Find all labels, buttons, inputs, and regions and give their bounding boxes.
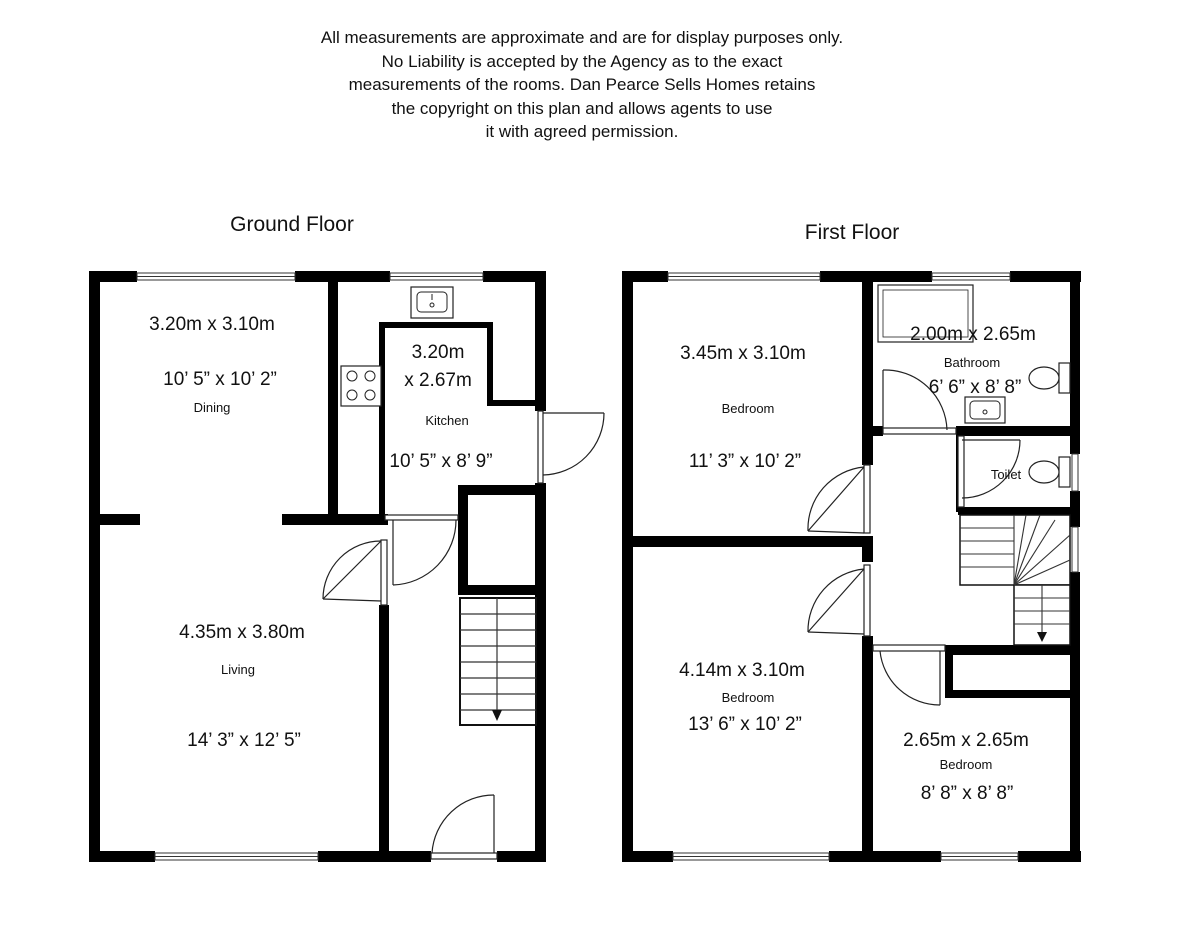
wc-toilet-icon (1028, 456, 1071, 488)
disclaimer-line: No Liability is accepted by the Agency a… (381, 51, 783, 71)
living-metric: 4.35m x 3.80m (179, 622, 305, 643)
ground-floor-doors (322, 410, 605, 860)
kitchen-imperial: 10’ 5” x 8’ 9” (389, 451, 492, 472)
bedroom2-label: Bedroom (722, 690, 775, 705)
dining-label: Dining (194, 400, 231, 415)
bathroom-label: Bathroom (944, 355, 1000, 370)
bedroom1-label: Bedroom (722, 401, 775, 416)
kitchen-label: Kitchen (425, 413, 468, 428)
hob-icon (340, 365, 382, 407)
ground-floor-windows (136, 272, 484, 861)
kitchen-metric-line1: 3.20m (412, 342, 465, 363)
ground-floor-stairs (459, 597, 537, 726)
bathroom-metric: 2.00m x 2.65m (910, 324, 1036, 345)
bedroom3-metric: 2.65m x 2.65m (903, 730, 1029, 751)
living-label: Living (221, 662, 255, 677)
bedroom1-imperial: 11’ 3” x 10’ 2” (689, 451, 801, 472)
first-floor-doors (807, 369, 1021, 706)
bathroom-basin-icon (964, 396, 1006, 424)
bedroom2-imperial: 13’ 6” x 10’ 2” (688, 714, 802, 735)
first-floor-plan: First Floor (622, 221, 1081, 862)
ground-floor-walls (89, 271, 546, 862)
disclaimer-line: measurements of the rooms. Dan Pearce Se… (348, 75, 816, 94)
bathroom-toilet-icon (1028, 362, 1071, 394)
first-floor-labels: 3.45m x 3.10m Bedroom 11’ 3” x 10’ 2” 2.… (679, 324, 1036, 804)
ground-floor-labels: 3.20m x 3.10m 10’ 5” x 10’ 2” Dining 3.2… (149, 314, 492, 751)
bath-icon (877, 284, 974, 343)
disclaimer-line: the copyright on this plan and allows ag… (391, 98, 773, 118)
dining-imperial: 10’ 5” x 10’ 2” (163, 369, 277, 390)
bedroom3-label: Bedroom (940, 757, 993, 772)
disclaimer-line: it with agreed permission. (485, 122, 679, 141)
living-imperial: 14’ 3” x 12’ 5” (187, 730, 301, 751)
ground-floor-plan: Ground Floor (89, 213, 605, 862)
kitchen-metric-line2: x 2.67m (404, 370, 472, 391)
toilet-label: Toilet (991, 467, 1022, 482)
first-floor-title: First Floor (805, 221, 900, 244)
dining-metric: 3.20m x 3.10m (149, 314, 275, 335)
first-floor-fixtures (877, 284, 1071, 488)
bedroom2-metric: 4.14m x 3.10m (679, 660, 805, 681)
bedroom1-metric: 3.45m x 3.10m (680, 343, 806, 364)
bathroom-imperial: 6’ 6” x 8’ 8” (929, 377, 1022, 398)
ground-floor-fixtures (340, 286, 454, 407)
first-floor-windows (667, 272, 1079, 861)
first-floor-stairs (959, 514, 1071, 646)
ground-floor-title: Ground Floor (230, 213, 354, 236)
disclaimer: All measurements are approximate and are… (282, 26, 882, 144)
first-floor-walls (622, 271, 1081, 862)
kitchen-sink-icon (410, 286, 454, 319)
bedroom3-imperial: 8’ 8” x 8’ 8” (921, 783, 1014, 804)
disclaimer-line: All measurements are approximate and are… (320, 28, 844, 47)
